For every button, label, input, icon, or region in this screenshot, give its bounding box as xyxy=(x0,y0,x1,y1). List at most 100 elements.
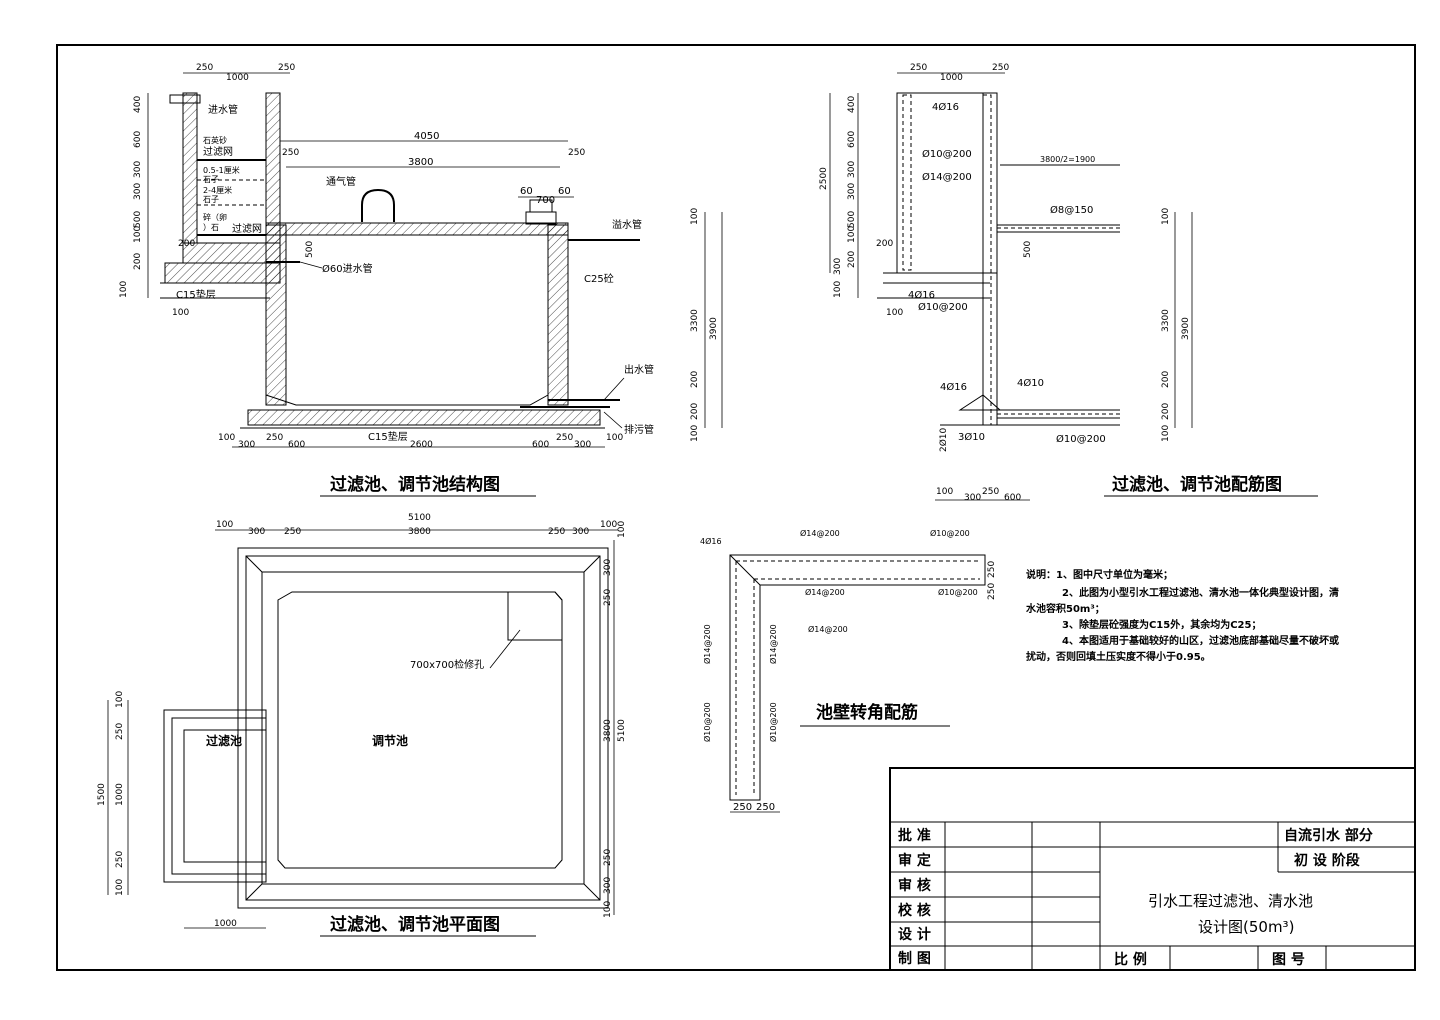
svg-text:1500: 1500 xyxy=(97,783,107,806)
caption-rebar: 过滤池、调节池配筋图 xyxy=(1112,474,1282,495)
svg-text:700x700检修孔: 700x700检修孔 xyxy=(410,658,484,671)
tank-right-wall xyxy=(547,224,569,406)
svg-text:1000: 1000 xyxy=(214,919,237,929)
svg-text:3800/2=1900: 3800/2=1900 xyxy=(1040,155,1095,164)
svg-text:400: 400 xyxy=(133,96,143,113)
caption-corner: 池壁转角配筋 xyxy=(816,702,918,723)
svg-text:Ø10@200: Ø10@200 xyxy=(922,148,972,160)
svg-text:200: 200 xyxy=(1161,403,1171,420)
svg-text:石英砂: 石英砂 xyxy=(203,135,227,145)
svg-text:Ø14@200: Ø14@200 xyxy=(800,528,840,538)
svg-text:说明：1、图中尺寸单位为毫米；: 说明：1、图中尺寸单位为毫米； xyxy=(1026,568,1173,581)
tank-floor xyxy=(247,409,601,426)
svg-text:300: 300 xyxy=(603,559,613,576)
svg-text:200: 200 xyxy=(133,253,143,270)
svg-text:100: 100 xyxy=(833,281,843,298)
svg-text:60: 60 xyxy=(558,186,571,197)
svg-text:100: 100 xyxy=(172,308,189,318)
notes: 说明：1、图中尺寸单位为毫米； 2、此图为小型引水工程过滤池、清水池一体化典型设… xyxy=(1025,568,1339,663)
filter-right-wall xyxy=(265,92,281,244)
svg-text:C15垫层: C15垫层 xyxy=(176,288,216,301)
svg-text:2-4厘米: 2-4厘米 xyxy=(203,185,232,195)
svg-text:扰动，否则回填土压实度不得小于0.95。: 扰动，否则回填土压实度不得小于0.95。 xyxy=(1026,650,1211,663)
svg-text:4、本图适用于基础较好的山区，过滤池底部基础尽量不破坏或: 4、本图适用于基础较好的山区，过滤池底部基础尽量不破坏或 xyxy=(1062,634,1339,647)
svg-text:60: 60 xyxy=(520,186,533,197)
svg-text:300: 300 xyxy=(833,258,843,275)
label-outlet-pipe: 出水管 xyxy=(624,363,654,376)
svg-text:250: 250 xyxy=(548,527,565,537)
svg-text:250: 250 xyxy=(992,63,1009,73)
svg-text:过滤池: 过滤池 xyxy=(206,733,242,748)
svg-text:100: 100 xyxy=(133,226,143,243)
svg-text:300: 300 xyxy=(133,183,143,200)
svg-text:校 核: 校 核 xyxy=(898,902,931,919)
svg-text:Ø14@200: Ø14@200 xyxy=(702,624,712,664)
svg-text:250: 250 xyxy=(282,148,299,158)
title-block: 批 准 审 定 审 核 校 核 设 计 制 图 自流引水 部分 初 设 阶段 引… xyxy=(889,767,1416,971)
svg-text:自流引水 部分: 自流引水 部分 xyxy=(1284,827,1373,844)
rebar-drawing: 4Ø16 Ø10@200 Ø14@200 Ø8@150 4Ø16 Ø10@200… xyxy=(819,63,1318,503)
drawing-title-2: 设计图(50m³) xyxy=(1198,918,1294,936)
svg-text:200: 200 xyxy=(690,403,700,420)
svg-text:审 定: 审 定 xyxy=(898,852,931,869)
svg-text:水池容积50m³；: 水池容积50m³； xyxy=(1025,602,1105,615)
label-drain-pipe: 排污管 xyxy=(624,423,654,436)
corner-drawing: 4Ø16 Ø14@200 Ø10@200 Ø14@200 Ø10@200 Ø14… xyxy=(700,528,997,813)
svg-text:审 核: 审 核 xyxy=(898,877,931,894)
svg-text:500: 500 xyxy=(305,241,315,258)
svg-text:4Ø16: 4Ø16 xyxy=(700,536,722,546)
svg-text:初 设 阶段: 初 设 阶段 xyxy=(1294,852,1360,869)
svg-text:Ø8@150: Ø8@150 xyxy=(1050,204,1093,216)
svg-text:250: 250 xyxy=(266,433,283,443)
svg-text:100: 100 xyxy=(119,281,129,298)
svg-text:4Ø16: 4Ø16 xyxy=(940,381,967,393)
svg-text:Ø60进水管: Ø60进水管 xyxy=(322,262,373,275)
svg-text:3300: 3300 xyxy=(1161,309,1171,332)
vent-pipe xyxy=(361,188,395,222)
svg-text:600: 600 xyxy=(133,131,143,148)
svg-text:Ø10@200: Ø10@200 xyxy=(768,702,778,742)
svg-text:250: 250 xyxy=(910,63,927,73)
svg-text:5100: 5100 xyxy=(617,719,627,742)
svg-text:Ø10@200: Ø10@200 xyxy=(930,528,970,538)
svg-text:Ø14@200: Ø14@200 xyxy=(808,624,848,634)
svg-text:2500: 2500 xyxy=(819,167,829,190)
svg-text:250: 250 xyxy=(987,583,997,600)
svg-text:300: 300 xyxy=(847,161,857,178)
svg-text:2、此图为小型引水工程过滤池、清水池一体化典型设计图，清: 2、此图为小型引水工程过滤池、清水池一体化典型设计图，清 xyxy=(1062,586,1339,599)
svg-text:300: 300 xyxy=(248,527,265,537)
svg-text:100: 100 xyxy=(115,879,125,896)
svg-text:250: 250 xyxy=(115,851,125,868)
svg-text:100: 100 xyxy=(603,901,613,918)
svg-text:250: 250 xyxy=(756,802,775,813)
svg-text:3Ø10: 3Ø10 xyxy=(958,431,985,443)
svg-text:1000: 1000 xyxy=(226,73,249,83)
svg-text:Ø10@200: Ø10@200 xyxy=(702,702,712,742)
svg-text:100: 100 xyxy=(1161,425,1171,442)
svg-text:300: 300 xyxy=(238,440,255,450)
svg-text:石子: 石子 xyxy=(203,175,219,184)
svg-text:4Ø16: 4Ø16 xyxy=(932,101,959,113)
caption-structure: 过滤池、调节池结构图 xyxy=(330,474,500,495)
filter-left-wall xyxy=(182,92,198,244)
label-vent-pipe: 通气管 xyxy=(326,175,356,188)
svg-text:制 图: 制 图 xyxy=(898,950,931,967)
svg-text:3800: 3800 xyxy=(603,719,613,742)
svg-text:500: 500 xyxy=(847,211,857,228)
svg-text:100: 100 xyxy=(690,425,700,442)
svg-text:250: 250 xyxy=(987,561,997,578)
svg-text:0.5-1厘米: 0.5-1厘米 xyxy=(203,165,240,175)
svg-text:设 计: 设 计 xyxy=(898,926,931,943)
svg-text:100: 100 xyxy=(690,208,700,225)
svg-text:300: 300 xyxy=(574,440,591,450)
svg-text:100: 100 xyxy=(1161,208,1171,225)
svg-text:250: 250 xyxy=(982,487,999,497)
svg-text:300: 300 xyxy=(133,161,143,178)
svg-text:200: 200 xyxy=(1161,371,1171,388)
svg-text:2600: 2600 xyxy=(410,440,433,450)
svg-text:250: 250 xyxy=(556,433,573,443)
svg-text:2Ø10: 2Ø10 xyxy=(938,427,949,452)
svg-text:1000: 1000 xyxy=(115,783,125,806)
svg-text:200: 200 xyxy=(690,371,700,388)
svg-text:200: 200 xyxy=(876,239,893,249)
